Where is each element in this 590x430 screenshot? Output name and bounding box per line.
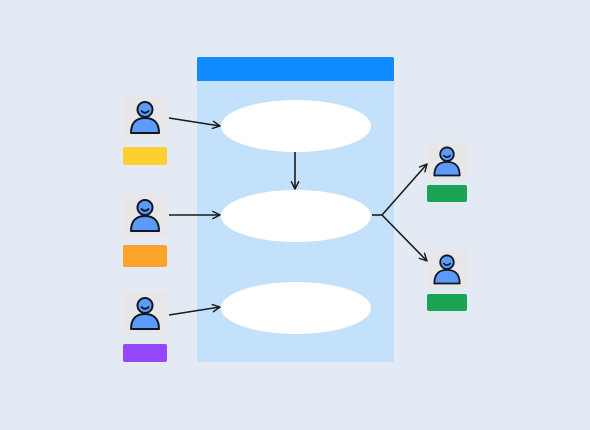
use-case-2 (221, 190, 371, 242)
person-icon (130, 297, 160, 330)
actor-left-3 (123, 292, 167, 364)
use-case-3 (221, 282, 371, 334)
actor-label (427, 185, 467, 202)
system-header (197, 57, 394, 81)
person-icon (433, 254, 461, 285)
arrow-usecase2-to-actor-right1 (381, 163, 428, 216)
actor-label (427, 294, 467, 311)
arrow-usecase2-to-actor-right2 (381, 214, 428, 262)
actor-label (123, 245, 167, 267)
arrow-actor1-to-usecase1 (168, 117, 221, 130)
actor-label (123, 147, 167, 165)
person-icon (130, 199, 160, 232)
arrow-actor3-to-usecase3 (168, 303, 221, 316)
actor-icon-box (123, 194, 167, 236)
actor-icon-box (123, 292, 167, 334)
actor-left-1 (123, 96, 167, 166)
actor-right-1 (427, 142, 467, 204)
person-icon (130, 101, 160, 134)
use-case-1 (221, 100, 371, 152)
person-icon (433, 146, 461, 177)
actor-icon-box (427, 142, 467, 180)
actor-icon-box (123, 96, 167, 138)
actor-right-2 (427, 250, 467, 312)
actor-label (123, 344, 167, 362)
actor-icon-box (427, 250, 467, 288)
actor-left-2 (123, 194, 167, 268)
